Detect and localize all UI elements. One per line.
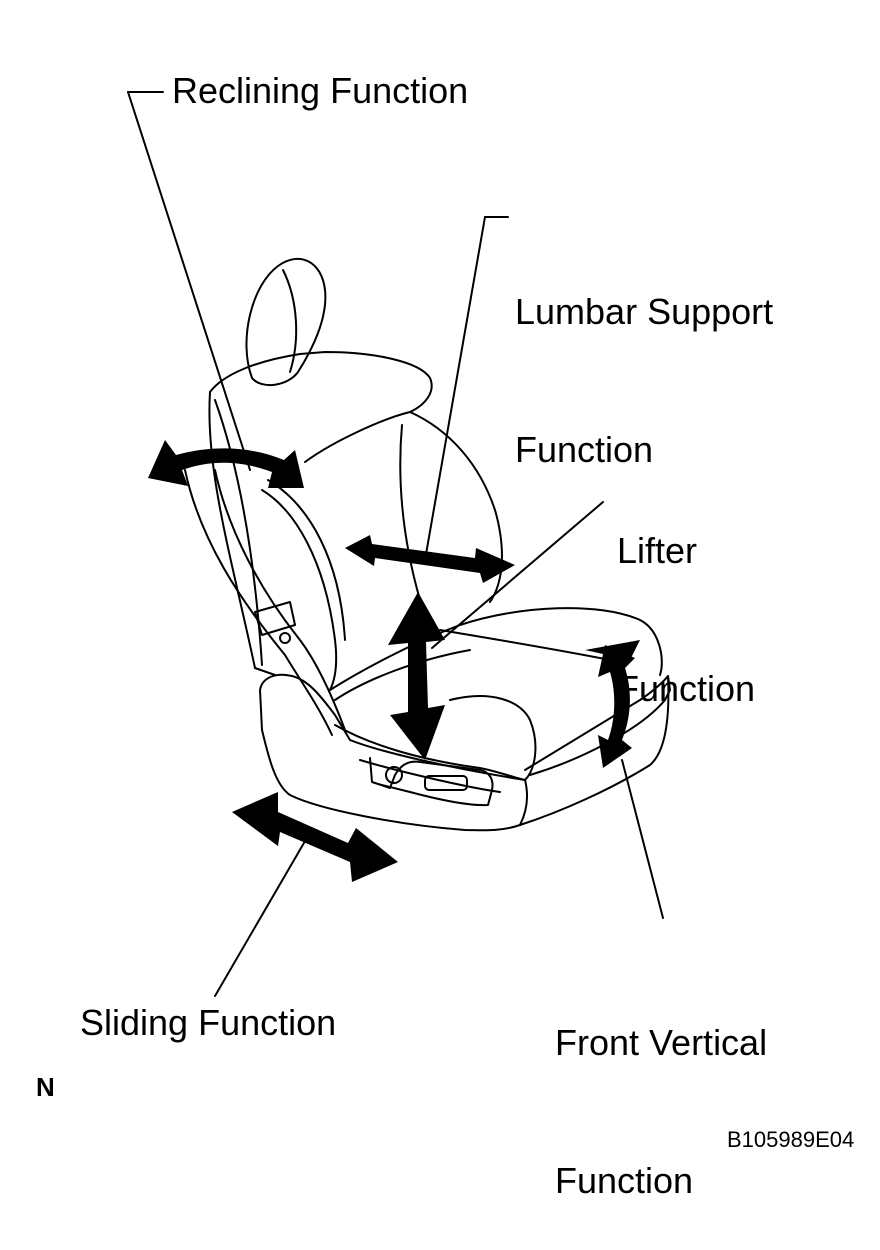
lumbar-arrow [345,535,515,583]
sliding-arrow [232,792,398,882]
reclining-arrow [148,440,304,488]
front-vertical-label-line-2: Function [555,1160,694,1201]
headrest [245,257,327,387]
lumbar-label-line-2: Function [515,429,654,470]
lifter-arrow [388,592,445,760]
sliding-function-label: Sliding Function [80,1002,337,1043]
reclining-function-label: Reclining Function [172,70,469,111]
seat-back [209,351,503,603]
seat-base [259,673,529,832]
lifter-label-line-2: Function [617,668,756,709]
front-vertical-label-line-1: Front Vertical [555,1022,768,1063]
seat-cushion [329,607,663,691]
figure-code: B105989E04 [727,1127,855,1152]
front-vertical-function-label: Front Vertical Function [555,928,767,1250]
front-vertical-arrow [585,640,640,768]
lifter-label-line-1: Lifter [617,530,698,571]
corner-mark: N [36,1072,55,1102]
lumbar-support-function-label: Lumbar Support Function [515,197,773,519]
lumbar-label-line-1: Lumbar Support [515,291,774,332]
lifter-function-label: Lifter Function [617,436,755,758]
seat-diagram [127,91,671,997]
seat-belt [184,469,333,736]
